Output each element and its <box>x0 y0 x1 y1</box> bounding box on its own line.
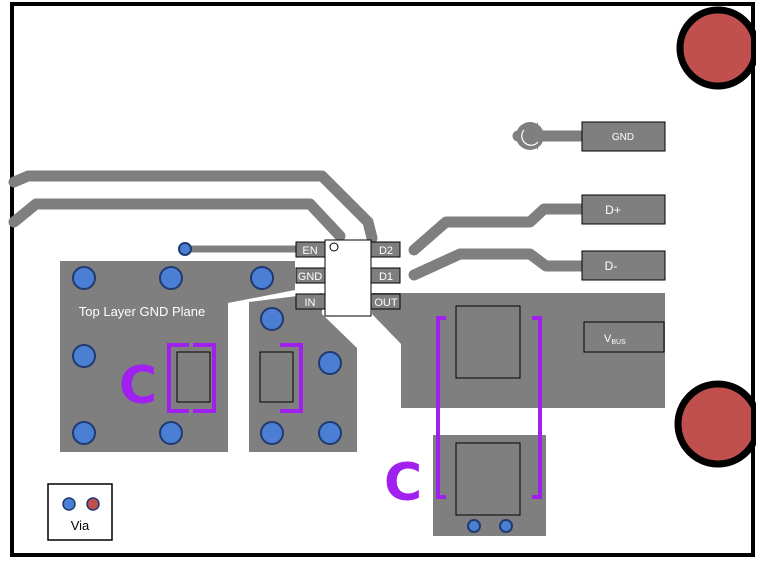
bracket-large-cap-r <box>532 316 542 499</box>
pad-label-gnd: GND <box>612 132 634 143</box>
pin-label-d2: D2 <box>379 245 393 257</box>
via <box>72 421 96 445</box>
via <box>72 266 96 290</box>
pin-label-out: OUT <box>374 297 398 309</box>
legend-via-blue <box>62 497 76 511</box>
cap-pad-middle <box>259 351 294 403</box>
trace-dplus <box>408 203 588 256</box>
trace-upper-d-line <box>8 170 378 244</box>
legend-label: Via <box>71 518 90 533</box>
gnd-plane-label: Top Layer GND Plane <box>79 304 205 319</box>
via <box>72 344 96 368</box>
via <box>159 266 183 290</box>
bracket-left-cap-r <box>193 343 216 413</box>
cap-designator-1: C <box>119 356 157 416</box>
via <box>467 519 481 533</box>
bracket-left-cap-l <box>167 343 189 413</box>
pin1-marker <box>329 242 339 252</box>
bracket-middle-cap <box>280 343 303 413</box>
ic-package: EN GND IN D2 D1 OUT <box>295 239 401 317</box>
pin-label-d1: D1 <box>379 271 393 283</box>
pin-label-in: IN <box>305 297 316 309</box>
pad-label-vbus: VBUS <box>604 333 626 346</box>
pad-label-dplus: D+ <box>605 203 621 217</box>
pin-label-gnd: GND <box>298 271 323 283</box>
via <box>159 421 183 445</box>
via <box>499 519 513 533</box>
traces <box>8 130 588 281</box>
cap-designator-2: C <box>384 453 422 513</box>
vbus-pad: VBUS <box>583 321 665 353</box>
output-pad-pour <box>433 435 546 536</box>
trace-dminus <box>408 248 588 281</box>
cap-pad-large-bottom <box>455 442 521 516</box>
legend-via-red <box>86 497 100 511</box>
cap-pad-large-top <box>455 305 521 379</box>
gnd-pad: GND <box>516 121 666 152</box>
dplus-pad: D+ <box>581 194 666 225</box>
ic-body <box>324 239 372 317</box>
via-legend: Via <box>47 483 113 541</box>
mount-hole-top <box>676 6 760 90</box>
pin-label-en: EN <box>302 245 317 257</box>
dminus-pad: D- <box>581 250 666 281</box>
pad-label-dminus: D- <box>605 259 618 273</box>
vias <box>72 242 513 533</box>
via <box>260 307 284 331</box>
trace-lower-d-line <box>8 198 346 242</box>
via <box>178 242 192 256</box>
via <box>318 421 342 445</box>
via <box>250 266 274 290</box>
bracket-large-cap-l <box>436 316 446 499</box>
mount-hole-bottom <box>674 380 762 468</box>
via <box>260 421 284 445</box>
silkscreen-brackets <box>167 316 542 499</box>
via <box>318 351 342 375</box>
cap-pad-left <box>176 351 211 403</box>
mounting-holes <box>674 0 772 561</box>
